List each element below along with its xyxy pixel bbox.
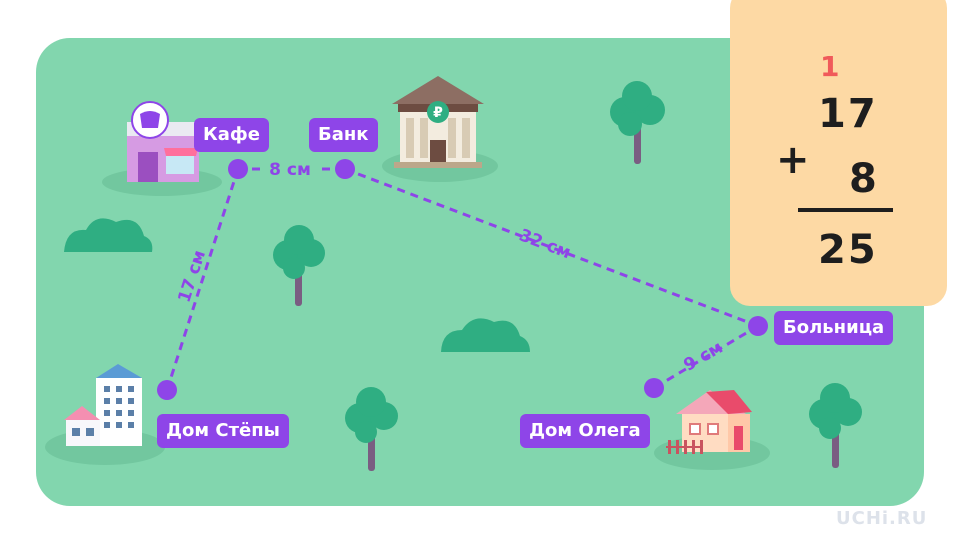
calculation-second-addend: 8 <box>849 156 877 202</box>
bush <box>64 218 153 252</box>
route-dot-oleg <box>644 378 664 398</box>
apartment-building-icon <box>64 364 142 446</box>
route-dot-stepa <box>157 380 177 400</box>
calculation-card <box>730 0 947 306</box>
ruble-sign: ₽ <box>433 105 443 121</box>
calculation-sum-line <box>798 208 893 212</box>
place-label-cafe: Кафе <box>194 118 269 152</box>
distance-label-background <box>260 157 320 181</box>
route-cafe-stepa <box>165 168 240 391</box>
cafe-building-icon <box>127 101 199 182</box>
route-hospital-oleg <box>653 324 759 390</box>
route-lines <box>165 167 759 391</box>
tree-icon <box>610 81 665 164</box>
calculation-result: 25 <box>818 227 878 273</box>
route-dot-cafe <box>228 159 248 179</box>
tree-icon <box>809 383 862 468</box>
route-dot-bank <box>335 159 355 179</box>
house-icon <box>666 390 752 454</box>
tree-icon <box>273 225 325 306</box>
place-label-hospital: Больница <box>774 311 894 345</box>
tree-icon <box>345 387 398 471</box>
brand-logo: UCHi.RU <box>836 508 928 529</box>
route-bank-hospital <box>344 167 759 328</box>
calculation-first-addend: 17 <box>818 91 878 137</box>
calculation-plus-sign: + <box>776 137 810 183</box>
place-label-oleg-house: Дом Олега <box>520 414 650 448</box>
bush <box>441 318 530 352</box>
map-background <box>36 38 924 506</box>
calculation-carry-digit: 1 <box>820 50 840 83</box>
place-label-stepa-house: Дом Стёпы <box>157 414 289 448</box>
bank-building-icon: ₽ <box>392 76 484 168</box>
place-label-bank: Банк <box>309 118 378 152</box>
route-dot-hospital <box>748 316 768 336</box>
distance-cafe-bank: 8 см <box>269 160 311 180</box>
